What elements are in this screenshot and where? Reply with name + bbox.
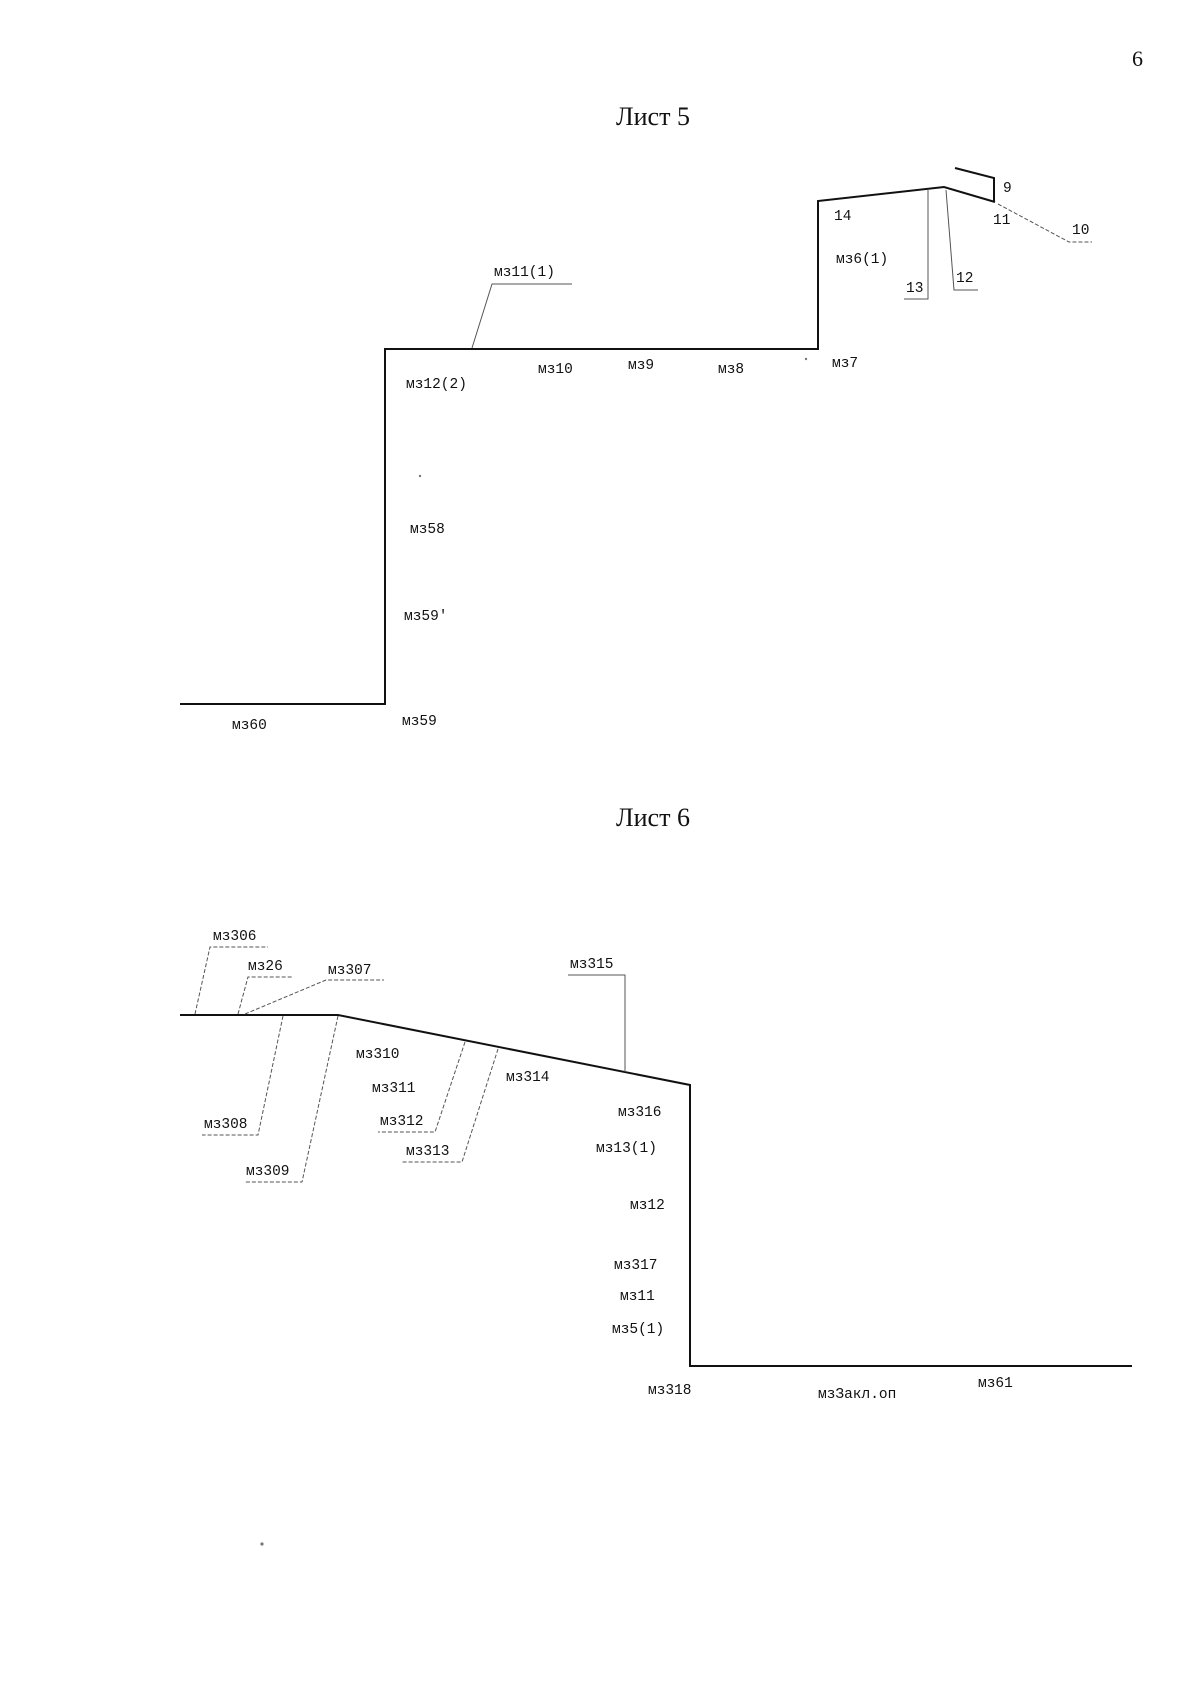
label-mz12: мз12 xyxy=(630,1198,665,1214)
speck xyxy=(418,474,422,478)
leader-mz307 xyxy=(244,979,384,1015)
label-mz312: мз312 xyxy=(380,1114,424,1130)
label-13: 13 xyxy=(906,281,923,297)
page-number: 6 xyxy=(1132,46,1143,71)
label-mz314: мз314 xyxy=(506,1070,550,1086)
label-mz61: мз61 xyxy=(978,1376,1013,1392)
label-mz317: мз317 xyxy=(614,1258,658,1274)
label-14: 14 xyxy=(834,209,851,225)
sheet-5-diagram: мз11(1) мз12(2) мз10 мз9 мз8 мз7 мз6(1) … xyxy=(180,167,1092,734)
label-mz7: мз7 xyxy=(832,356,858,372)
label-mz3akl-op: мзЗакл.оп xyxy=(818,1387,896,1403)
leader-mz308 xyxy=(202,1015,284,1136)
label-mz307: мз307 xyxy=(328,963,372,979)
label-mz306: мз306 xyxy=(213,929,257,945)
label-12: 12 xyxy=(956,271,973,287)
leader-mz306 xyxy=(194,946,268,1015)
label-mz309: мз309 xyxy=(246,1164,290,1180)
speck xyxy=(804,357,808,361)
label-10: 10 xyxy=(1072,223,1089,239)
label-mz9: мз9 xyxy=(628,358,654,374)
label-9: 9 xyxy=(1003,181,1012,197)
label-mz12-2: мз12(2) xyxy=(406,377,467,393)
label-mz5-1: мз5(1) xyxy=(612,1322,664,1338)
sheet-5-title: Лист 5 xyxy=(616,102,690,131)
speck xyxy=(260,1542,264,1546)
leader-mz313 xyxy=(402,1048,499,1163)
leader-10 xyxy=(997,203,1092,243)
label-mz315: мз315 xyxy=(570,957,614,973)
label-mz58: мз58 xyxy=(410,522,445,538)
sheet-6-title: Лист 6 xyxy=(616,803,690,832)
label-mz311: мз311 xyxy=(372,1081,416,1097)
leader-mz26 xyxy=(237,976,292,1015)
label-mz11-1: мз11(1) xyxy=(494,265,555,281)
label-mz11: мз11 xyxy=(620,1289,655,1305)
label-mz13-1: мз13(1) xyxy=(596,1141,657,1157)
label-mz59-prime: мз59' xyxy=(404,609,448,625)
label-mz26: мз26 xyxy=(248,959,283,975)
label-mz316: мз316 xyxy=(618,1105,662,1121)
sheet-5-main-route xyxy=(180,185,996,705)
label-mz310: мз310 xyxy=(356,1047,400,1063)
label-mz6-1: мз6(1) xyxy=(836,252,888,268)
point-9-stub xyxy=(954,167,995,202)
sheet-6-main-route xyxy=(180,1014,1132,1367)
leader-12 xyxy=(945,189,978,291)
label-mz60: мз60 xyxy=(232,718,267,734)
label-mz318: мз318 xyxy=(648,1383,692,1399)
label-11: 11 xyxy=(993,213,1010,229)
leader-mz315 xyxy=(568,974,626,1072)
sheet-6-diagram: мз306 мз26 мз307 мз315 мз310 мз311 мз312… xyxy=(180,929,1132,1546)
label-mz10: мз10 xyxy=(538,362,573,378)
label-mz308: мз308 xyxy=(204,1117,248,1133)
leader-mz312 xyxy=(378,1041,466,1133)
label-mz59: мз59 xyxy=(402,714,437,730)
leader-mz11-1 xyxy=(471,283,572,349)
leader-mz309 xyxy=(244,1015,339,1183)
label-mz8: мз8 xyxy=(718,362,744,378)
label-mz313: мз313 xyxy=(406,1144,450,1160)
